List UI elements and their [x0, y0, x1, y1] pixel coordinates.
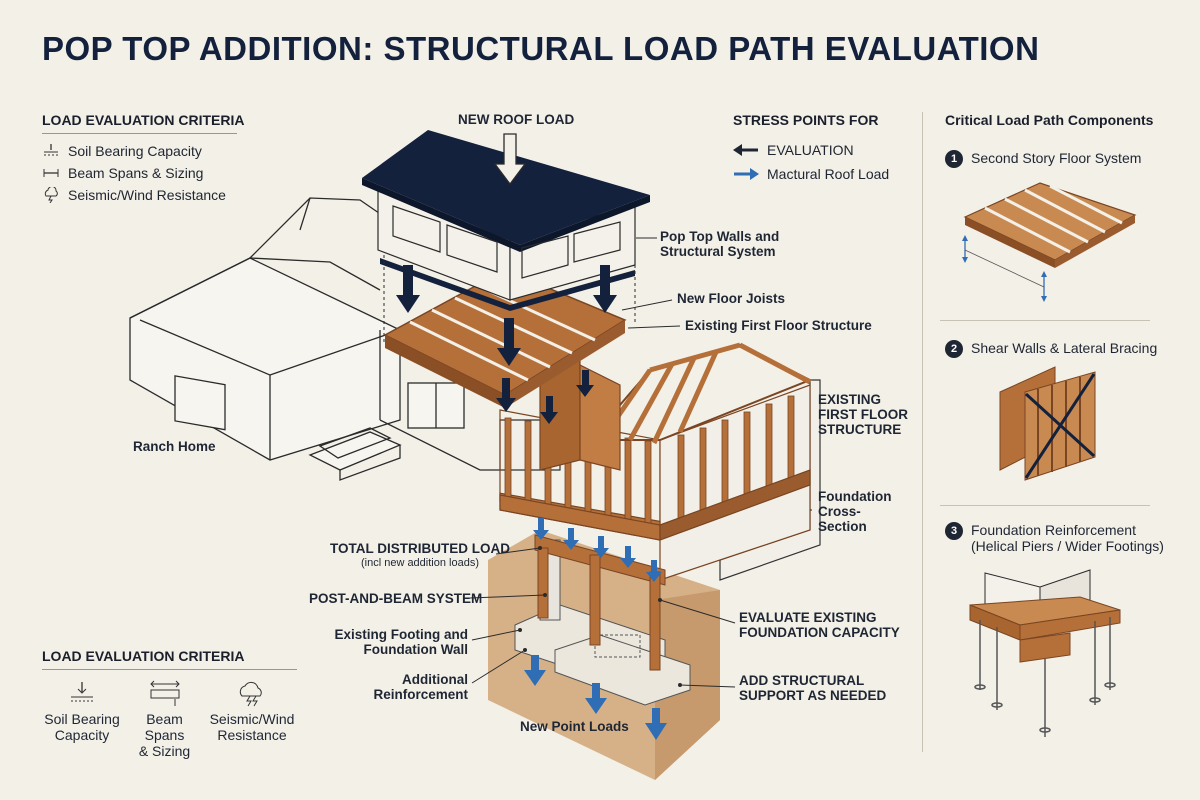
- stress-legend: STRESS POINTS FOR EVALUATION Mactural Ro…: [733, 112, 913, 182]
- shear-wall-illustration: [999, 366, 1096, 481]
- criteria-item-seismic: Seismic/Wind Resistance: [42, 187, 242, 203]
- existing-first-floor-caps-label: EXISTING FIRST FLOOR STRUCTURE: [818, 392, 908, 437]
- legend-label: EVALUATION: [767, 142, 854, 158]
- component-number: 3: [945, 522, 963, 540]
- span-icon: [43, 169, 59, 177]
- criteria-label: Soil Bearing Capacity: [68, 143, 202, 159]
- existing-first-floor-structure-label: Existing First Floor Structure: [685, 318, 872, 333]
- bottom-criteria-soil: Soil Bearing Capacity: [42, 680, 122, 759]
- bottom-criteria-heading: LOAD EVALUATION CRITERIA: [42, 648, 245, 664]
- bottom-criteria-beam: Beam Spans & Sizing: [125, 680, 205, 759]
- component-sublabel: (Helical Piers / Wider Footings): [971, 538, 1164, 554]
- foundation-reinforcement-illustration: [969, 569, 1121, 737]
- bottom-criteria-panel: LOAD EVALUATION CRITERIA Soil Bearing Ca…: [42, 648, 297, 759]
- arrow-left-icon: [733, 144, 758, 156]
- storm-icon: [44, 187, 58, 203]
- component-item-2: 2 Shear Walls & Lateral Bracing: [945, 340, 1157, 358]
- new-roof-load-label: NEW ROOF LOAD: [458, 112, 575, 127]
- panel-divider: [922, 112, 923, 752]
- component-number: 1: [945, 150, 963, 168]
- legend-item-roof-load: Mactural Roof Load: [733, 166, 913, 182]
- component-label: Shear Walls & Lateral Bracing: [971, 340, 1158, 356]
- left-criteria-heading: LOAD EVALUATION CRITERIA: [42, 112, 245, 128]
- roof-load-arrow: [493, 133, 527, 186]
- component-number: 2: [945, 340, 963, 358]
- left-criteria-panel: LOAD EVALUATION CRITERIA Soil Bearing Ca…: [42, 112, 245, 203]
- soil-icon: [71, 682, 93, 702]
- criteria-item-soil: Soil Bearing Capacity: [42, 143, 242, 159]
- criteria-label: Beam Spans & Sizing: [68, 165, 204, 181]
- criteria-label: Seismic/Wind Resistance: [68, 187, 226, 203]
- evaluation-arrows: [396, 265, 617, 424]
- leader-lines: [469, 237, 812, 688]
- load-path-diagram: Ranch Home: [129, 130, 821, 780]
- bottom-criteria-divider: [42, 669, 297, 670]
- left-criteria-divider: [42, 133, 237, 134]
- components-heading: Critical Load Path Components: [945, 112, 1154, 128]
- legend-item-evaluation: EVALUATION: [733, 142, 913, 158]
- foundation-cross-section-label: Foundation Cross- Section: [818, 489, 892, 534]
- ranch-home-outline: [129, 197, 500, 481]
- ranch-home-label: Ranch Home: [133, 439, 216, 454]
- arrow-right-icon: [734, 168, 759, 180]
- components-divider-2: [940, 505, 1150, 506]
- add-support-label: ADD STRUCTURAL SUPPORT AS NEEDED: [739, 673, 887, 703]
- total-load-label: TOTAL DISTRIBUTED LOAD (incl new additio…: [330, 541, 510, 569]
- first-floor-framing: [499, 342, 813, 581]
- beam-icon: [149, 680, 180, 706]
- evaluate-foundation-label: EVALUATE EXISTING FOUNDATION CAPACITY: [739, 610, 900, 640]
- components-divider-1: [940, 320, 1150, 321]
- criteria-item-spans: Beam Spans & Sizing: [42, 165, 242, 181]
- additional-reinforcement-label: Additional Reinforcement: [373, 672, 468, 702]
- new-floor-joists-label: New Floor Joists: [677, 291, 786, 306]
- component-item-1: 1 Second Story Floor System: [945, 150, 1141, 168]
- legend-heading: STRESS POINTS FOR: [733, 112, 879, 128]
- post-beam-label: POST-AND-BEAM SYSTEM: [309, 591, 483, 606]
- legend-label: Mactural Roof Load: [767, 166, 890, 182]
- pop-top-walls-label: Pop Top Walls and Structural System: [660, 229, 780, 259]
- component-item-3: 3 Foundation Reinforcement (Helical Pier…: [945, 522, 1164, 554]
- page-title: POP TOP ADDITION: STRUCTURAL LOAD PATH E…: [42, 30, 1040, 67]
- existing-footing-label: Existing Footing and Foundation Wall: [334, 627, 469, 657]
- storm-icon: [239, 681, 262, 707]
- component-label: Second Story Floor System: [971, 150, 1142, 166]
- new-point-loads-label: New Point Loads: [520, 719, 629, 734]
- soil-icon: [44, 144, 58, 156]
- distributed-load-arrows: [524, 518, 667, 740]
- floor-system-illustration: [962, 182, 1137, 302]
- component-label: Foundation Reinforcement: [971, 522, 1136, 538]
- bottom-criteria-seismic: Seismic/Wind Resistance: [207, 680, 297, 759]
